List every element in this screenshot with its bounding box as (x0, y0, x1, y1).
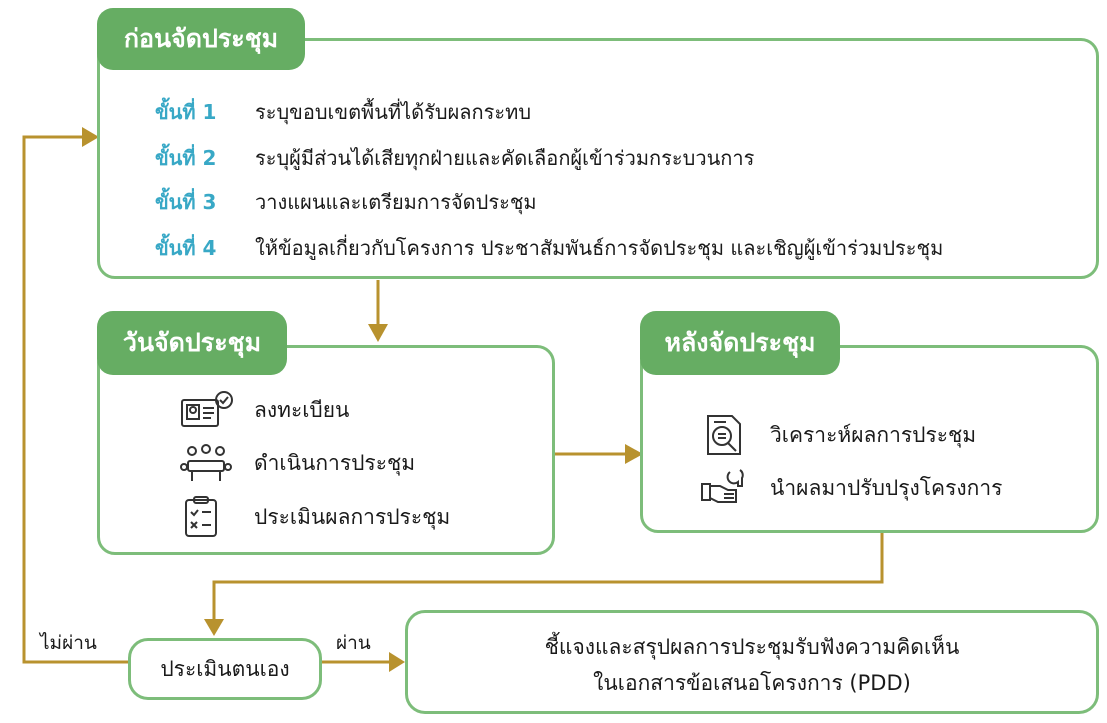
day-item-evaluate: ประเมินผลการประชุม (180, 496, 450, 538)
registration-card-icon (181, 391, 233, 427)
step-number: ขั้นที่ 3 (155, 190, 217, 214)
self-evaluation-label: ประเมินตนเอง (160, 656, 290, 681)
step-text: ให้ข้อมูลเกี่ยวกับโครงการ ประชาสัมพันธ์ก… (255, 236, 944, 260)
after-item-analyze: วิเคราะห์ผลการประชุม (700, 414, 976, 456)
document-magnifier-icon (707, 415, 741, 455)
day-item-label: ประเมินผลการประชุม (254, 504, 451, 529)
step-text: ระบุขอบเขตพื้นที่ได้รับผลกระทบ (255, 100, 532, 124)
result-line-2: ในเอกสารข้อเสนอโครงการ (PDD) (593, 671, 911, 695)
day-item-label: ลงทะเบียน (254, 397, 350, 422)
meeting-table-icon (180, 444, 232, 481)
day-item-conduct: ดำเนินการประชุม (180, 443, 415, 483)
step-number: ขั้นที่ 1 (155, 100, 217, 124)
after-item-label: วิเคราะห์ผลการประชุม (770, 422, 977, 447)
step-text: ระบุผู้มีส่วนได้เสียทุกฝ่ายและคัดเลือกผู… (255, 146, 755, 170)
before-meeting-title: ก่อนจัดประชุม (97, 8, 305, 70)
arrow-fail-loop (22, 135, 128, 664)
self-evaluation-box: ประเมินตนเอง (128, 638, 322, 700)
meeting-day-box (97, 345, 555, 555)
fail-label: ไม่ผ่าน (40, 632, 97, 654)
after-item-improve: นำผลมาปรับปรุงโครงการ (700, 468, 1002, 508)
after-meeting-box (640, 345, 1099, 533)
after-item-label: นำผลมาปรับปรุงโครงการ (770, 475, 1003, 500)
before-meeting-box (97, 38, 1099, 279)
step-text: วางแผนและเตรียมการจัดประชุม (255, 190, 537, 214)
clipboard-checklist-icon (185, 496, 217, 537)
hand-wrench-icon (701, 469, 744, 503)
step-number: ขั้นที่ 2 (155, 146, 217, 170)
day-item-register: ลงทะเบียน (180, 390, 349, 430)
day-item-label: ดำเนินการประชุม (254, 450, 416, 475)
arrow-after-to-self-eval (212, 532, 884, 622)
result-line-1: ชี้แจงและสรุปผลการประชุมรับฟังความคิดเห็… (544, 635, 960, 659)
after-meeting-title: หลังจัดประชุม (640, 311, 840, 375)
step-number: ขั้นที่ 4 (155, 236, 217, 260)
pass-label: ผ่าน (336, 632, 371, 654)
result-box: ชี้แจงและสรุปผลการประชุมรับฟังความคิดเห็… (405, 610, 1099, 714)
meeting-day-title: วันจัดประชุม (97, 311, 287, 375)
